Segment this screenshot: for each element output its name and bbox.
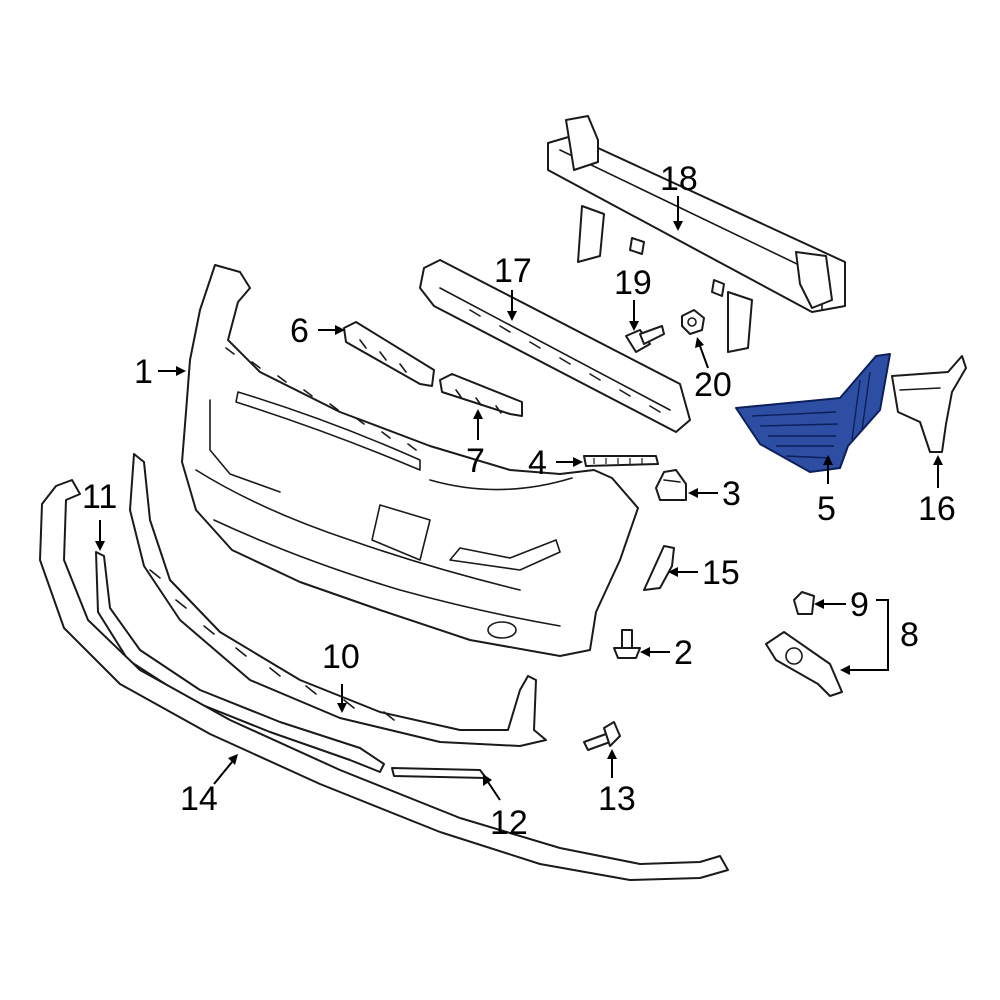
part-20-nut[interactable] bbox=[681, 309, 705, 335]
callout-11: 11 bbox=[82, 478, 117, 516]
leader-lines bbox=[95, 196, 943, 801]
part-4-trim-strip[interactable] bbox=[583, 455, 659, 467]
part-9-clip[interactable] bbox=[793, 591, 815, 615]
callout-16: 16 bbox=[918, 490, 956, 528]
part-2-push-pin[interactable] bbox=[613, 629, 641, 659]
part-5-grille[interactable] bbox=[735, 353, 891, 473]
callout-13: 13 bbox=[598, 780, 636, 818]
part-10-lower-valance[interactable] bbox=[129, 453, 547, 747]
callout-7: 7 bbox=[466, 442, 485, 480]
part-11-molding[interactable] bbox=[95, 551, 385, 773]
part-17-energy-absorber[interactable] bbox=[419, 259, 691, 433]
callout-4: 4 bbox=[528, 444, 547, 482]
part-1-bumper-cover[interactable] bbox=[181, 264, 639, 657]
callout-6: 6 bbox=[290, 312, 309, 350]
part-13-bolt[interactable] bbox=[583, 721, 621, 751]
callout-18: 18 bbox=[660, 160, 698, 198]
part-7-bracket[interactable] bbox=[439, 373, 523, 417]
part-3-clip[interactable] bbox=[655, 469, 687, 501]
callout-17: 17 bbox=[494, 252, 532, 290]
callout-2: 2 bbox=[674, 634, 693, 672]
callout-14: 14 bbox=[180, 780, 218, 818]
part-15-bracket[interactable] bbox=[643, 545, 675, 591]
part-19-bolt[interactable] bbox=[625, 325, 665, 353]
callout-9: 9 bbox=[850, 586, 869, 624]
callout-20: 20 bbox=[694, 366, 732, 404]
part-16-side-bracket[interactable] bbox=[891, 355, 967, 453]
callout-15: 15 bbox=[702, 554, 740, 592]
callout-8: 8 bbox=[900, 616, 919, 654]
part-12-molding[interactable] bbox=[391, 767, 487, 779]
part-8-bracket-assembly[interactable] bbox=[765, 631, 843, 697]
callout-19: 19 bbox=[614, 264, 652, 302]
callout-12: 12 bbox=[490, 804, 528, 842]
callout-3: 3 bbox=[722, 475, 741, 513]
part-14-lower-lip[interactable] bbox=[39, 479, 729, 881]
part-18-reinforcement-bar[interactable] bbox=[547, 115, 846, 353]
callout-labels: 1 6 7 4 3 5 16 15 2 9 8 10 11 12 13 14 1… bbox=[82, 160, 956, 842]
callout-5: 5 bbox=[817, 490, 836, 528]
callout-10: 10 bbox=[322, 638, 360, 676]
part-6-bracket[interactable] bbox=[343, 321, 435, 387]
callout-1: 1 bbox=[134, 353, 153, 391]
